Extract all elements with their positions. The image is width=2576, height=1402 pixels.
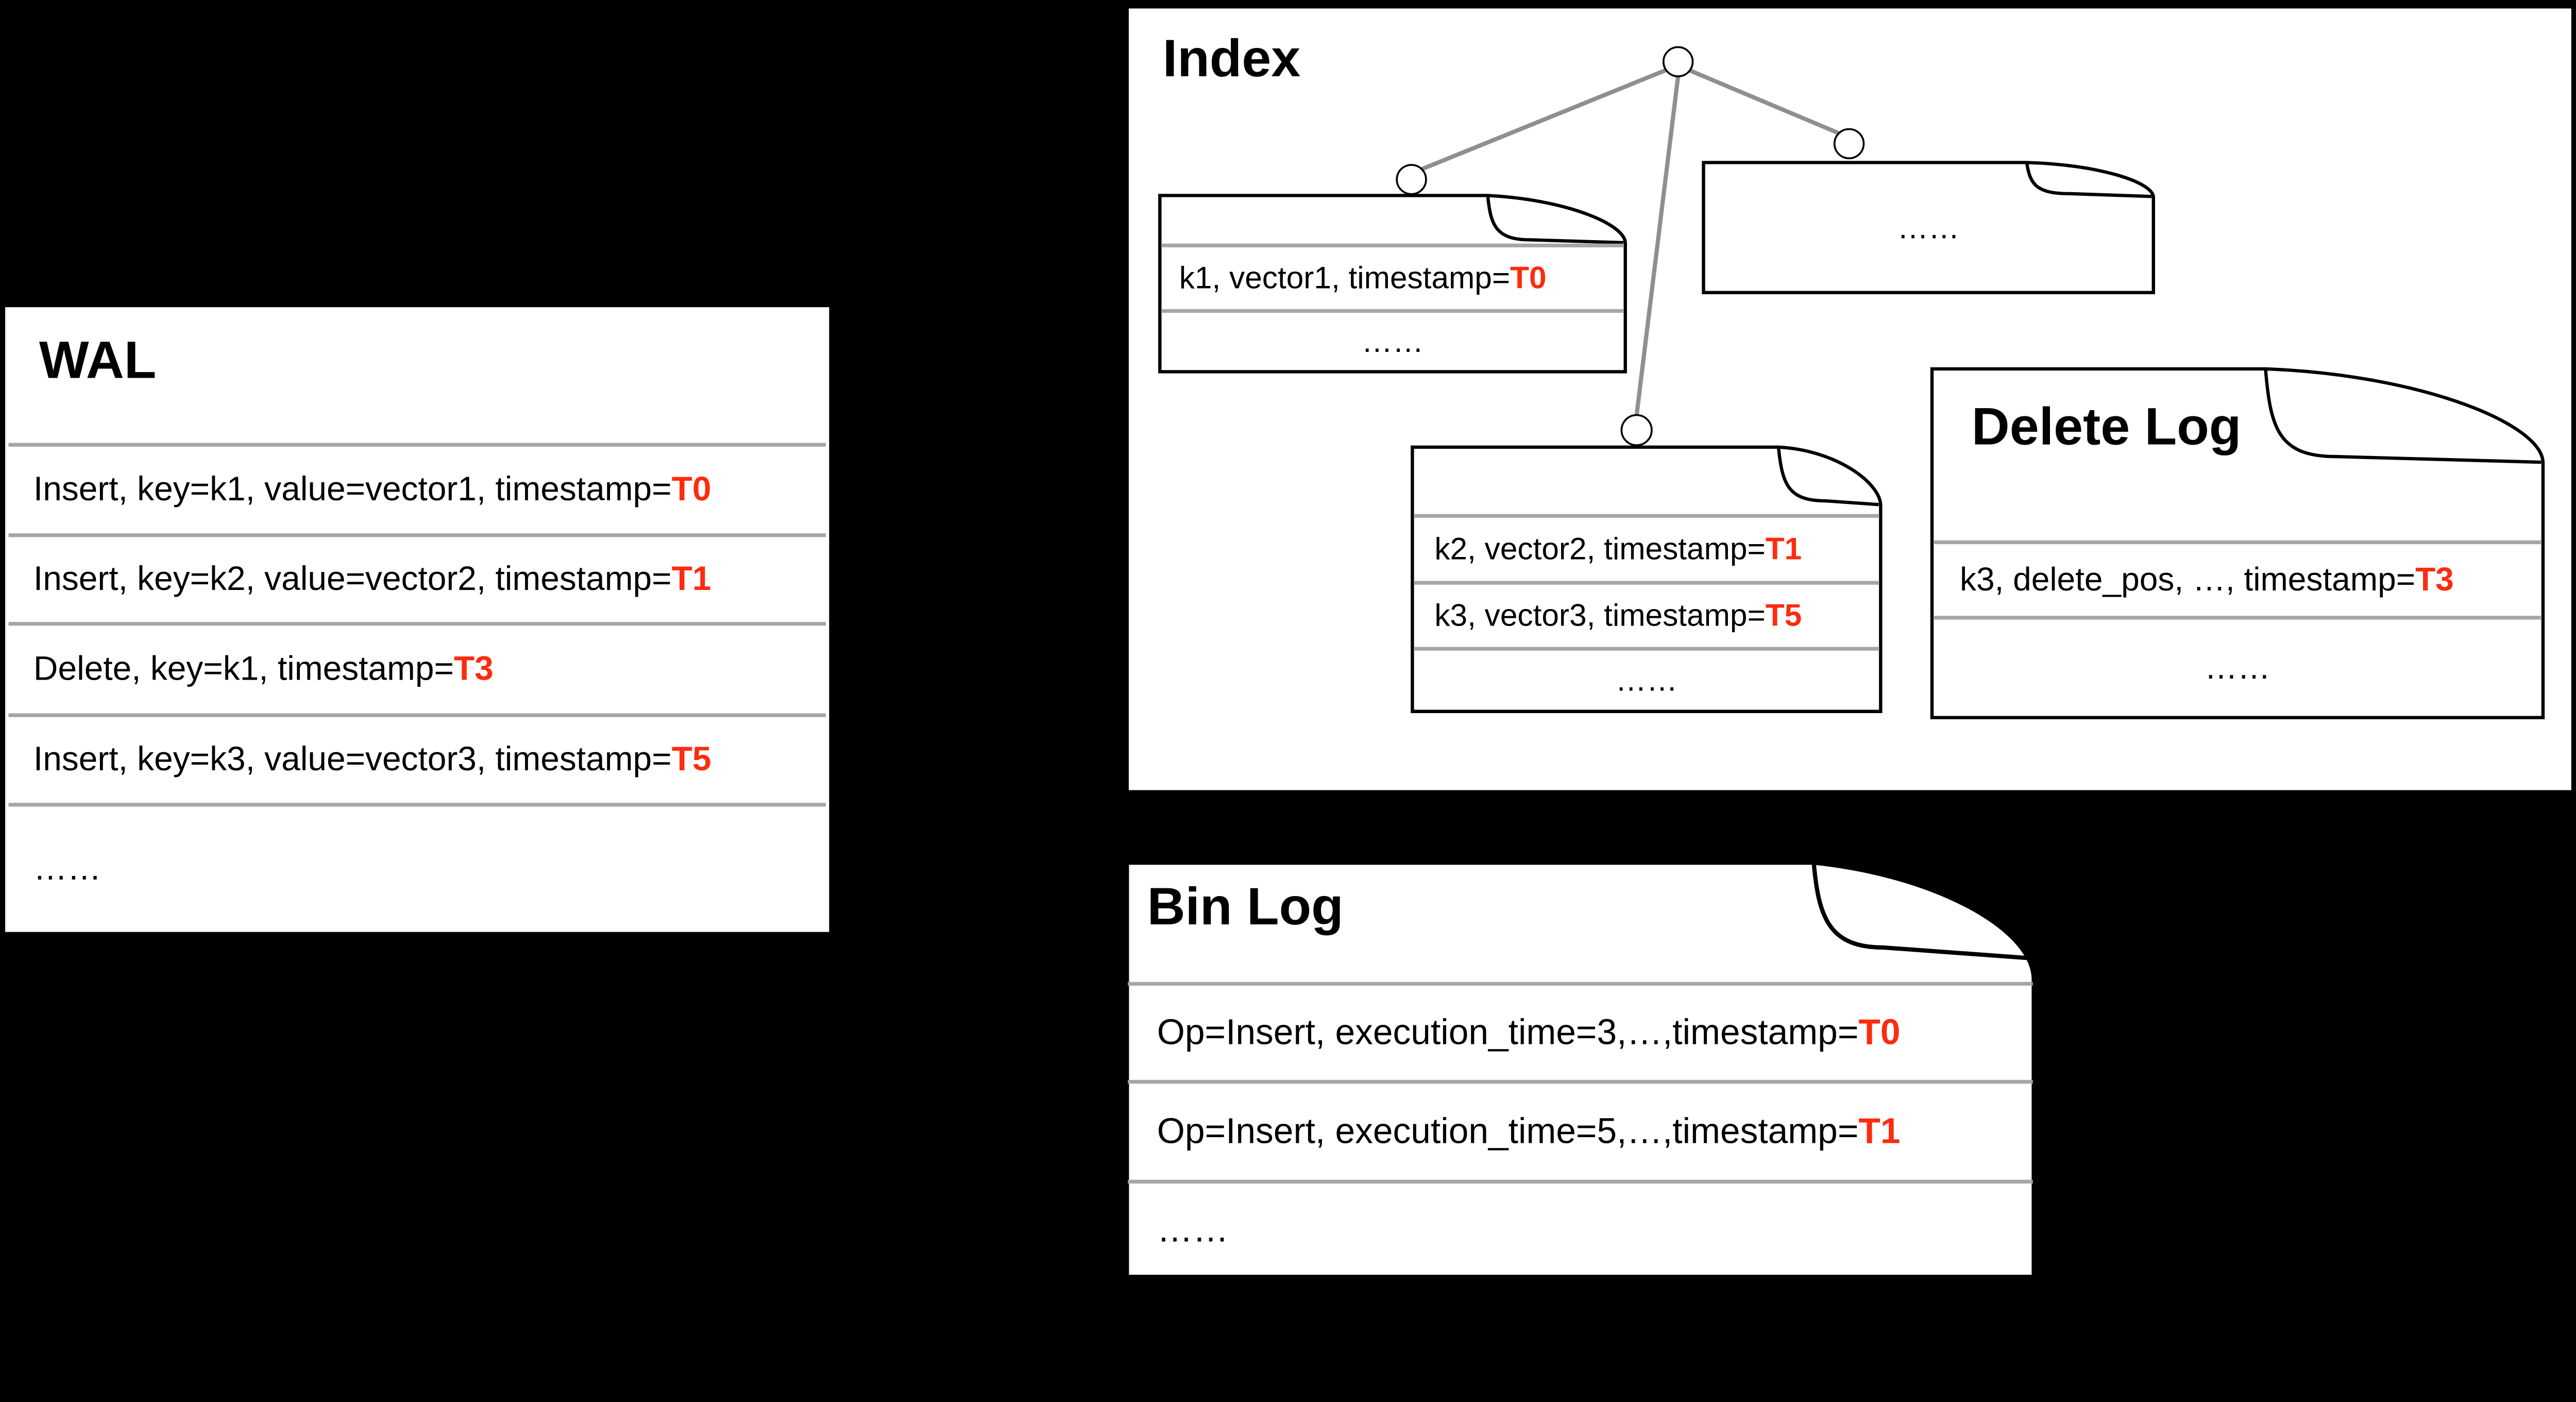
doc-row-ellipsis: …… <box>1934 618 2542 717</box>
doc-row-text: Op=Insert, execution_time=3,…,timestamp= <box>1157 1011 1859 1052</box>
doc-separator <box>1128 982 2033 986</box>
document-outline <box>1702 161 2155 295</box>
ellipsis-text: …… <box>1615 662 1678 697</box>
document-page <box>1411 445 1883 713</box>
wal-row: Insert, key=k1, value=vector1, timestamp… <box>5 445 829 533</box>
document-outline <box>1125 860 2036 1279</box>
doc-separator <box>1933 540 2542 545</box>
tree-edge-root-left <box>1416 65 1672 173</box>
document-outline <box>1158 194 1627 374</box>
wal-row: Insert, key=k3, value=vector3, timestamp… <box>5 715 829 803</box>
doc-row-timestamp: T0 <box>1510 260 1547 295</box>
doc-row-text: k3, vector3, timestamp= <box>1434 597 1766 633</box>
doc-row: Op=Insert, execution_time=3,…,timestamp=… <box>1128 984 2033 1080</box>
wal-row-timestamp: T1 <box>671 560 711 598</box>
index-tree-graph <box>1396 46 1865 446</box>
ellipsis-text: …… <box>1361 323 1424 359</box>
wal-title: WAL <box>39 330 157 390</box>
tree-edge-root-right <box>1684 66 1843 137</box>
wal-separator <box>8 803 826 807</box>
ellipsis-text: …… <box>1157 1209 1229 1249</box>
doc-row: k3, vector3, timestamp=T5 <box>1414 583 1879 647</box>
bin-log-doc: Bin Log Op=Insert, execution_time=3,…,ti… <box>1125 860 2036 1279</box>
doc-row-text: k3, delete_pos, …, timestamp= <box>1959 561 2416 598</box>
doc-row-timestamp: T1 <box>1765 531 1802 566</box>
doc-row-text: k1, vector1, timestamp= <box>1179 260 1511 295</box>
document-page <box>1702 161 2155 295</box>
doc-row-timestamp: T1 <box>1858 1110 1901 1151</box>
tree-edge-root-middle <box>1634 76 1681 416</box>
document-fold-icon <box>1486 195 1624 245</box>
doc-row: k3, delete_pos, …, timestamp=T3 <box>1934 542 2542 616</box>
doc-separator <box>1414 647 1879 651</box>
tree-middle-node <box>1620 414 1653 446</box>
wal-panel: WAL Insert, key=k1, value=vector1, times… <box>5 307 829 932</box>
doc-row-text: Op=Insert, execution_time=5,…,timestamp= <box>1157 1110 1859 1151</box>
ellipsis-text: …… <box>1897 210 1960 245</box>
wal-row: Insert, key=k2, value=vector2, timestamp… <box>5 535 829 622</box>
diagram-canvas: WAL Insert, key=k1, value=vector1, times… <box>5 8 2571 1279</box>
document-fold-icon <box>1811 862 2032 961</box>
doc-row-text: k2, vector2, timestamp= <box>1434 531 1766 566</box>
doc-separator <box>1128 1079 2033 1084</box>
document-page <box>1158 194 1627 374</box>
bin-log-title: Bin Log <box>1147 876 1344 936</box>
doc-row: Op=Insert, execution_time=5,…,timestamp=… <box>1128 1082 2033 1179</box>
document-page <box>1125 860 2036 1279</box>
doc-row-ellipsis: …… <box>1414 649 1879 711</box>
index-title: Index <box>1162 28 1301 88</box>
doc-row-timestamp: T3 <box>2415 561 2454 598</box>
doc-separator <box>1161 243 1624 248</box>
doc-row-timestamp: T0 <box>1858 1011 1901 1052</box>
index-leaf-doc-k2k3: k2, vector2, timestamp=T1 k3, vector3, t… <box>1411 445 1883 713</box>
doc-separator <box>1414 514 1879 518</box>
ellipsis-text: …… <box>2204 649 2271 686</box>
wal-row-timestamp: T0 <box>671 470 711 508</box>
wal-row-timestamp: T3 <box>453 649 494 688</box>
wal-separator <box>8 622 826 626</box>
document-fold-icon <box>2264 368 2541 464</box>
tree-right-node <box>1833 128 1865 160</box>
doc-row: k1, vector1, timestamp=T0 <box>1161 245 1624 309</box>
wal-separator <box>8 443 826 447</box>
index-leaf-doc-k1: k1, vector1, timestamp=T0 …… <box>1158 194 1628 374</box>
index-panel: Index k1, vector1, timestamp=T0 …… <box>1128 8 2571 790</box>
wal-separator <box>8 713 826 717</box>
doc-row-ellipsis: …… <box>1128 1181 2033 1277</box>
index-leaf-doc-more: …… <box>1702 161 2156 295</box>
doc-separator <box>1161 309 1624 313</box>
delete-log-doc: Delete Log k3, delete_pos, …, timestamp=… <box>1930 367 2545 719</box>
wal-row-text: Delete, key=k1, timestamp= <box>33 649 454 688</box>
wal-row-timestamp: T5 <box>671 740 711 778</box>
doc-separator <box>1933 616 2542 620</box>
tree-root-node <box>1662 46 1694 77</box>
doc-separator <box>1128 1179 2033 1184</box>
wal-row: Delete, key=k1, timestamp=T3 <box>5 624 829 714</box>
doc-row: k2, vector2, timestamp=T1 <box>1414 516 1879 581</box>
document-outline <box>1411 445 1883 713</box>
wal-row-text: Insert, key=k3, value=vector3, timestamp… <box>33 740 672 778</box>
doc-row-ellipsis: …… <box>1705 161 2152 295</box>
document-fold-icon <box>2025 162 2152 198</box>
wal-row-text: Insert, key=k2, value=vector2, timestamp… <box>33 560 672 598</box>
doc-row-ellipsis: …… <box>1161 311 1624 371</box>
wal-separator <box>8 533 826 537</box>
wal-row-text: Insert, key=k1, value=vector1, timestamp… <box>33 470 672 508</box>
ellipsis-text: …… <box>33 849 101 887</box>
document-fold-icon <box>1776 447 1879 506</box>
delete-log-title: Delete Log <box>1971 396 2242 456</box>
wal-row-ellipsis: …… <box>5 805 829 932</box>
tree-left-node <box>1396 164 1427 195</box>
doc-separator <box>1414 581 1879 585</box>
doc-row-timestamp: T5 <box>1765 597 1802 633</box>
